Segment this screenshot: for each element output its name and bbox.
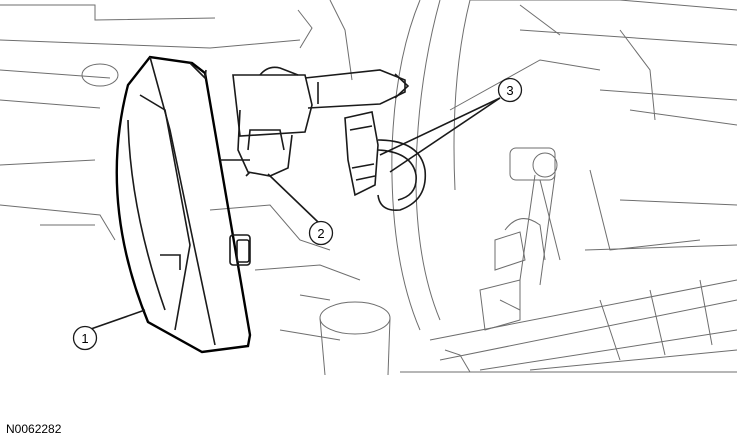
callout-2: 2 xyxy=(308,220,334,246)
callout-1: 1 xyxy=(72,325,98,351)
callout-3: 3 xyxy=(497,77,523,103)
callout-2-label: 2 xyxy=(317,226,324,241)
vehicle-structure-background xyxy=(0,0,737,376)
callout-leaders xyxy=(87,97,501,331)
callout-3-label: 3 xyxy=(506,83,513,98)
figure-id: N0062282 xyxy=(6,422,62,436)
headlamp-assembly xyxy=(115,55,252,354)
headlamp-bulb xyxy=(232,66,410,177)
callout-1-label: 1 xyxy=(81,331,88,346)
electrical-connector xyxy=(344,111,427,212)
